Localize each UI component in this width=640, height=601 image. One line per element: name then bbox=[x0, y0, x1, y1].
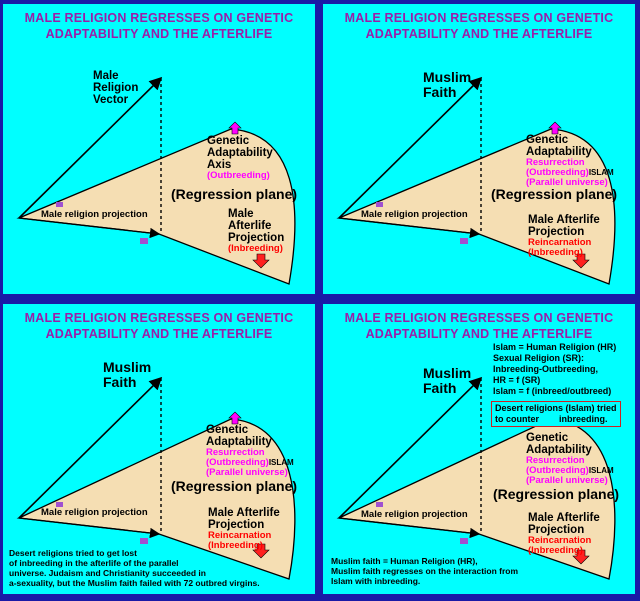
regression-diagram bbox=[336, 76, 616, 285]
regression-plane bbox=[16, 418, 296, 580]
muslim-faith-label: Muslim Faith bbox=[423, 69, 472, 100]
marker-square bbox=[140, 538, 148, 544]
genetic-adaptability-label: Genetic Adaptability Resurrection (Outbr… bbox=[526, 134, 614, 188]
desert-religions-box: Desert religions (Islam) tried to counte… bbox=[491, 401, 621, 427]
afterlife-label: Male Afterlife Projection Reincarnation … bbox=[208, 507, 280, 551]
desert-religions-note: Desert religions tried to get lost of in… bbox=[9, 548, 260, 588]
regression-plane bbox=[336, 128, 616, 285]
human-religion-note: Muslim faith = Human Religion (HR), Musl… bbox=[331, 556, 519, 586]
down-arrow-icon bbox=[572, 253, 590, 269]
down-arrow-icon bbox=[572, 549, 590, 565]
up-arrow-icon bbox=[228, 121, 242, 135]
genetic-adaptability-label: Genetic Adaptability Resurrection (Outbr… bbox=[526, 432, 614, 486]
regression-plane-label: (Regression plane) bbox=[171, 186, 298, 202]
up-arrow-icon bbox=[548, 121, 562, 135]
projection-arrow bbox=[338, 217, 481, 239]
panel-human-religion: MALE RELIGION REGRESSES ON GENETIC ADAPT… bbox=[323, 304, 635, 594]
panel-title: MALE RELIGION REGRESSES ON GENETIC ADAPT… bbox=[24, 311, 294, 341]
marker-square bbox=[460, 238, 468, 244]
muslim-faith-label: Muslim Faith bbox=[103, 359, 152, 390]
equations-block: Islam = Human Religion (HR) Sexual Relig… bbox=[493, 342, 617, 396]
panel-muslim-faith: MALE RELIGION REGRESSES ON GENETIC ADAPT… bbox=[323, 4, 635, 294]
panel-title: MALE RELIGION REGRESSES ON GENETIC ADAPT… bbox=[344, 11, 614, 41]
muslim-faith-label: Muslim Faith bbox=[423, 365, 472, 396]
panel-title: MALE RELIGION REGRESSES ON GENETIC ADAPT… bbox=[344, 311, 614, 341]
panel-title: MALE RELIGION REGRESSES ON GENETIC ADAPT… bbox=[24, 11, 294, 41]
muslim-faith-vector-arrow bbox=[18, 376, 163, 519]
up-arrow-icon bbox=[228, 411, 242, 425]
panel-desert-religions: MALE RELIGION REGRESSES ON GENETIC ADAPT… bbox=[3, 304, 315, 594]
afterlife-label: Male Afterlife Projection Reincarnation … bbox=[528, 214, 600, 258]
projection-arrow bbox=[338, 517, 481, 539]
marker-square bbox=[376, 502, 383, 507]
projection-label: Male religion projection bbox=[41, 507, 148, 518]
regression-plane bbox=[16, 128, 296, 285]
marker-square bbox=[56, 202, 63, 207]
male-religion-vector-arrow bbox=[18, 76, 163, 219]
down-arrow-icon bbox=[252, 543, 270, 559]
vector-label: Male Religion Vector bbox=[93, 70, 139, 106]
marker-square bbox=[140, 238, 148, 244]
muslim-faith-vector-arrow bbox=[338, 376, 483, 519]
projection-label: Male religion projection bbox=[41, 209, 148, 220]
genetic-adaptability-label: Genetic Adaptability Axis (Outbreeding) bbox=[207, 135, 273, 181]
regression-plane-label: (Regression plane) bbox=[491, 186, 618, 202]
marker-square bbox=[376, 202, 383, 207]
projection-label: Male religion projection bbox=[361, 209, 468, 220]
projection-label: Male religion projection bbox=[361, 509, 468, 520]
regression-plane-label: (Regression plane) bbox=[493, 486, 620, 502]
muslim-faith-vector-arrow bbox=[338, 76, 483, 219]
down-arrow-icon bbox=[252, 253, 270, 269]
projection-arrow bbox=[18, 217, 161, 239]
marker-square bbox=[56, 502, 63, 507]
regression-diagram bbox=[16, 76, 296, 285]
afterlife-label: Male Afterlife Projection Reincarnation … bbox=[528, 512, 600, 556]
afterlife-label: Male Afterlife Projection (Inbreeding) bbox=[228, 208, 285, 254]
regression-plane-label: (Regression plane) bbox=[171, 478, 298, 494]
panel-male-religion-vector: MALE RELIGION REGRESSES ON GENETIC ADAPT… bbox=[3, 4, 315, 294]
projection-arrow bbox=[18, 517, 161, 539]
regression-diagram bbox=[16, 376, 296, 580]
marker-square bbox=[460, 538, 468, 544]
genetic-adaptability-label: Genetic Adaptability Resurrection (Outbr… bbox=[206, 424, 294, 478]
